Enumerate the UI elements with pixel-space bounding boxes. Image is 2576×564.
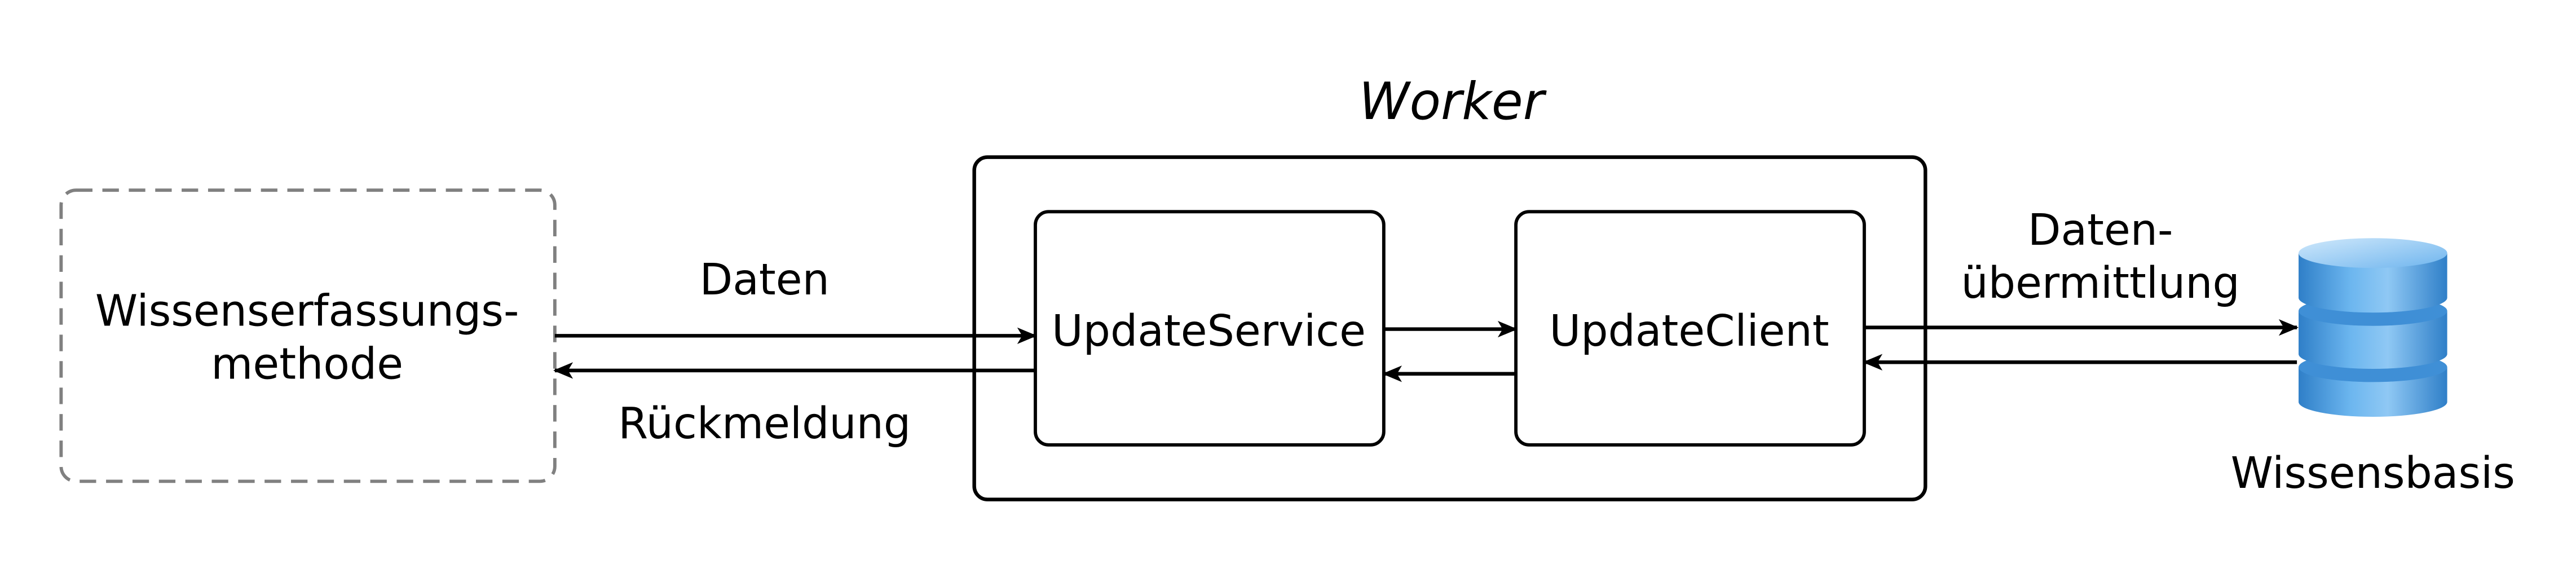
edge-label-feedback: Rückmeldung xyxy=(618,398,911,448)
knowledge-base-label: Wissensbasis xyxy=(2231,448,2515,498)
edge-label-transfer-line2: übermittlung xyxy=(1961,258,2240,308)
update-service-label: UpdateService xyxy=(1052,306,1366,356)
edge-label-transfer-line1: Daten- xyxy=(2028,205,2173,255)
method-label-line2: methode xyxy=(211,339,403,389)
method-label-line1: Wissenserfassungs- xyxy=(95,286,519,336)
update-client-label: UpdateClient xyxy=(1550,306,1829,356)
edge-label-data: Daten xyxy=(700,254,830,305)
diagram-title: Worker xyxy=(1359,72,1547,131)
database-icon xyxy=(2299,238,2447,417)
